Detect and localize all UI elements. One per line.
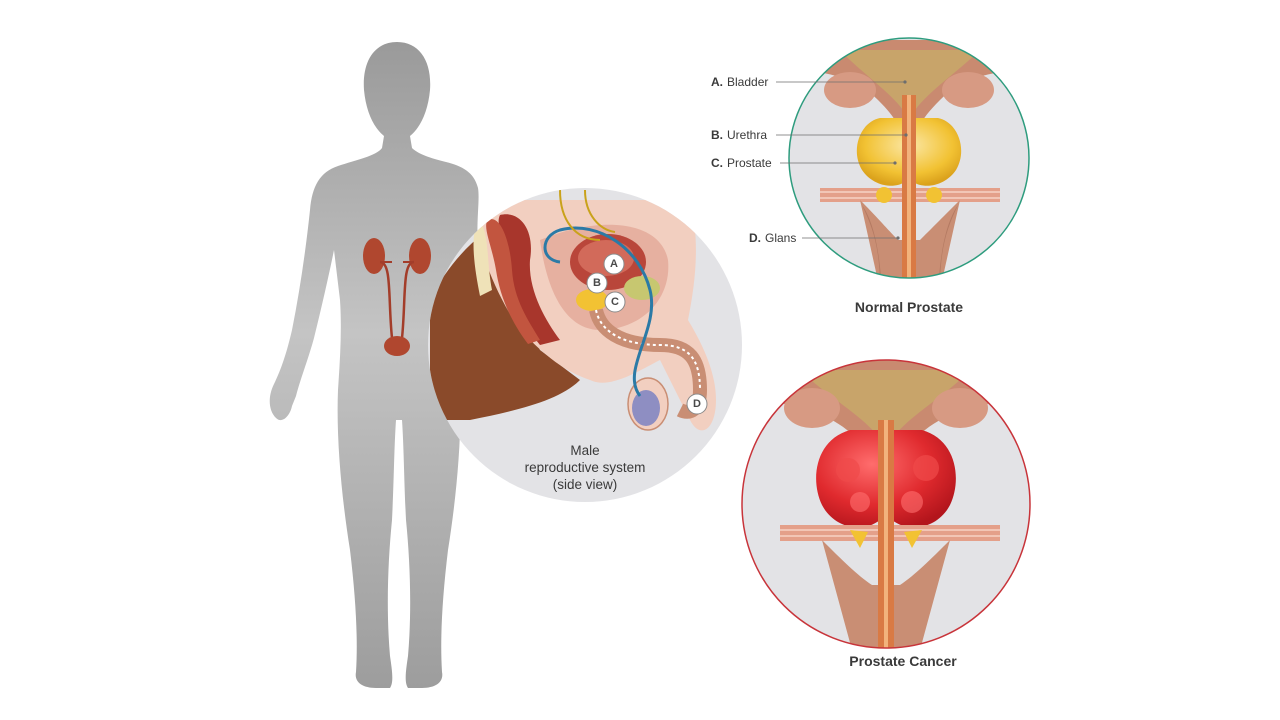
label-glans: D.Glans [749,231,796,245]
svg-text:C: C [611,296,619,308]
svg-text:B: B [593,277,601,289]
normal-prostate-panel: A.Bladder B.Urethra C.Prostate D.Glans N… [711,37,1030,315]
svg-text:D: D [693,398,701,410]
label-prostate: C.Prostate [711,156,772,170]
label-bladder: A.Bladder [711,75,768,89]
prostate-cancer-title: Prostate Cancer [849,653,957,669]
label-urethra: B.Urethra [711,128,767,142]
urinary-system-icon [363,238,431,356]
normal-prostate-ring [788,37,1030,279]
side-view-caption-line2: reproductive system [525,460,646,475]
prostate-cancer-ring [741,359,1031,649]
normal-prostate-title: Normal Prostate [855,299,963,315]
side-view-caption-line3: (side view) [553,477,618,492]
marker-a: A [603,253,625,275]
human-body-silhouette [269,42,493,688]
marker-b: B [586,272,608,294]
marker-d: D [686,393,708,415]
prostate-cancer-panel: Prostate Cancer [741,359,1031,669]
marker-c: C [604,291,626,313]
svg-text:A: A [610,258,618,270]
side-view-panel: A B C D Male reproductive system (side v… [428,188,742,502]
side-view-caption-line1: Male [570,443,599,458]
